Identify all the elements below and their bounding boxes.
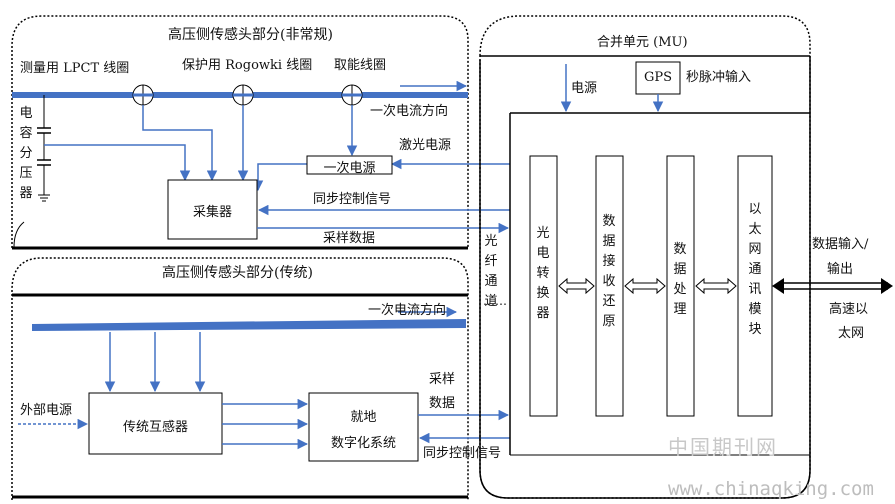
io-label-1: 数据输入/ bbox=[812, 237, 869, 252]
top-sample-data-label: 采样数据 bbox=[323, 231, 376, 246]
double-arrow-3 bbox=[695, 277, 737, 295]
gps-box bbox=[635, 61, 681, 95]
traditional-transformer-box bbox=[88, 392, 223, 455]
cap-divider-label: 电容分压器 bbox=[19, 106, 33, 201]
module-optoelectric-label: 光电转换器 bbox=[536, 226, 550, 321]
module-data-processing bbox=[666, 155, 695, 417]
module-processing-label: 数据处理 bbox=[673, 242, 687, 317]
primary-power-wire bbox=[252, 163, 307, 192]
merging-unit-title: 合并单元 (MU) bbox=[597, 35, 688, 50]
top-section-title: 高压侧传感头部分(非常规) bbox=[168, 27, 333, 43]
double-arrow-2 bbox=[624, 277, 666, 295]
module-receive-label: 数据接收还原 bbox=[602, 214, 616, 329]
top-sync-signal-label: 同步控制信号 bbox=[313, 192, 392, 207]
energy-coil-label: 取能线圈 bbox=[334, 58, 387, 73]
merging-unit-frame-solid bbox=[479, 56, 811, 499]
local-digital-system-label-1: 就地 bbox=[350, 410, 377, 425]
bottom-section-title: 高压侧传感头部分(传统) bbox=[162, 265, 313, 281]
lpct-wire bbox=[142, 105, 218, 182]
bottom-current-direction-label: 一次电流方向 bbox=[368, 303, 447, 318]
gps-label: GPS bbox=[643, 70, 673, 85]
rogowski-label: 保护用 Rogowki 线圈 bbox=[182, 58, 313, 73]
mu-power-label: 电源 bbox=[571, 81, 598, 96]
bottom-section-frame bbox=[11, 257, 469, 500]
collector-box bbox=[167, 179, 258, 240]
top-current-direction-label: 一次电流方向 bbox=[370, 104, 449, 119]
cap-divider-wire bbox=[44, 144, 191, 182]
watermark-cn: 中国期刊网 bbox=[668, 435, 778, 459]
lpct-label: 测量用 LPCT 线圈 bbox=[20, 61, 130, 76]
fiber-channel-dots: …… bbox=[483, 294, 507, 308]
local-digital-system-box bbox=[308, 392, 419, 462]
energy-coil-icon bbox=[341, 84, 363, 106]
pps-label: 秒脉冲输入 bbox=[686, 70, 752, 85]
capacitor-divider-icon bbox=[37, 95, 51, 202]
primary-power-box bbox=[306, 155, 393, 175]
bottom-sample-data-label-1: 采样 bbox=[429, 372, 456, 387]
traditional-transformer-label: 传统互感器 bbox=[122, 420, 188, 435]
rogowski-coil-icon bbox=[232, 84, 254, 106]
bottom-primary-conductor bbox=[32, 319, 466, 331]
module-data-receive-restore bbox=[595, 155, 624, 417]
watermark-url: www.chinaqking.com bbox=[668, 478, 874, 500]
local-digital-system-label-2: 数字化系统 bbox=[330, 436, 396, 451]
top-section-frame-inner bbox=[13, 221, 25, 248]
net-label-1: 高速以 bbox=[829, 302, 869, 317]
bottom-sample-data-label-2: 数据 bbox=[429, 396, 456, 411]
output-double-arrow bbox=[772, 278, 893, 294]
external-power-label: 外部电源 bbox=[20, 403, 73, 418]
collector-label: 采集器 bbox=[192, 205, 232, 220]
laser-power-label: 激光电源 bbox=[399, 138, 452, 153]
module-optoelectric-converter bbox=[529, 155, 558, 417]
top-section-frame bbox=[11, 15, 469, 248]
bottom-sync-signal-label: 同步控制信号 bbox=[423, 446, 502, 461]
double-arrow-1 bbox=[558, 277, 595, 295]
fiber-channel-label: 光纤通道 bbox=[484, 234, 498, 309]
module-ethernet-label: 以太网通讯模块 bbox=[748, 202, 762, 337]
net-label-2: 太网 bbox=[838, 326, 865, 341]
lpct-coil-icon bbox=[132, 84, 154, 106]
io-label-2: 输出 bbox=[827, 262, 854, 277]
primary-power-label: 一次电源 bbox=[323, 161, 376, 176]
